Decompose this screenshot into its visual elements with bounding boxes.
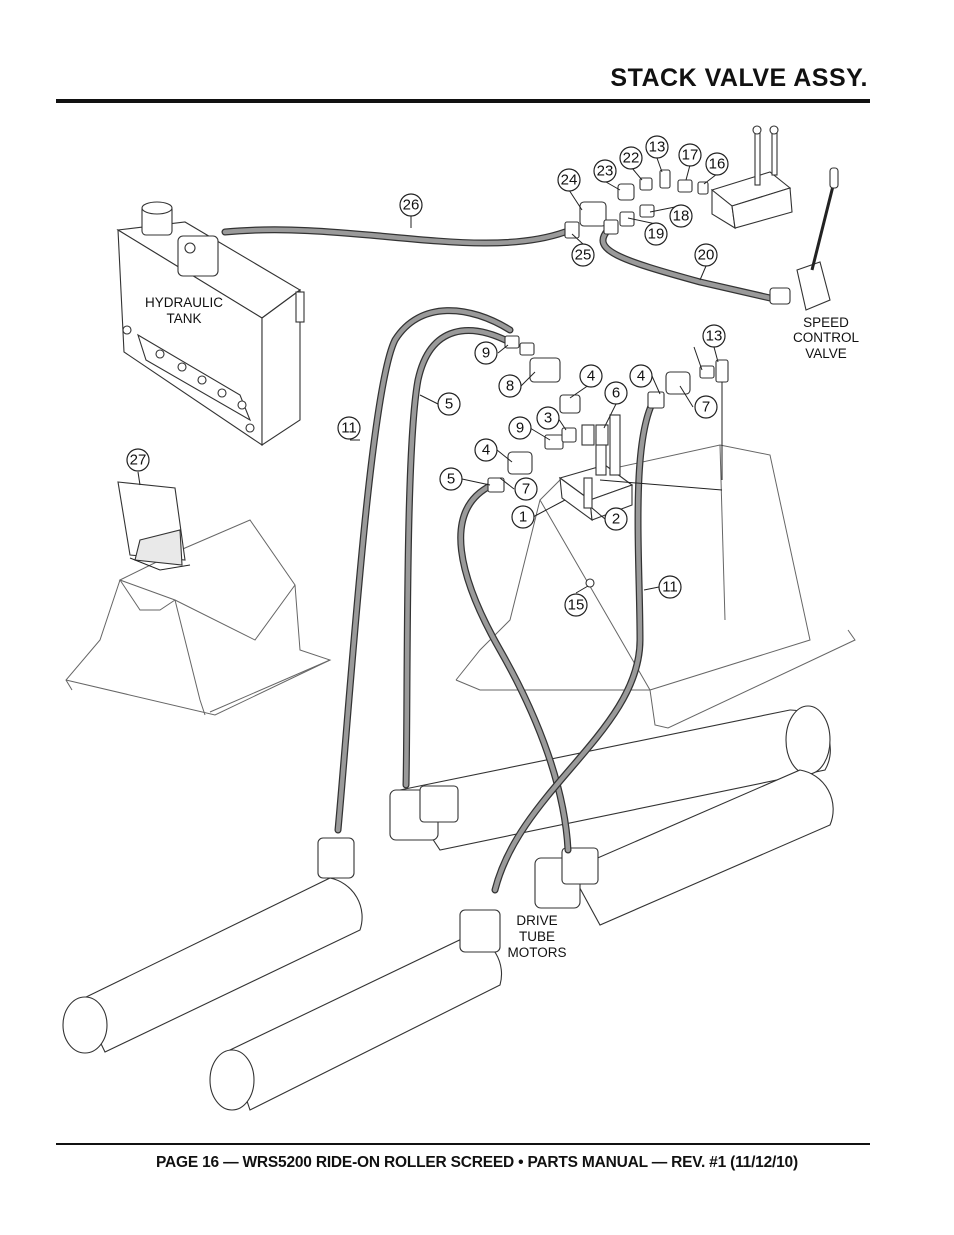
svg-text:11: 11 (662, 579, 678, 596)
svg-text:25: 25 (575, 247, 592, 264)
svg-text:6: 6 (612, 385, 620, 402)
svg-text:4: 4 (587, 368, 595, 385)
drive-tube-motors-label-line3: MOTORS (507, 945, 566, 960)
svg-text:15: 15 (568, 597, 585, 614)
drive-motors (317, 785, 599, 953)
stack-valve-body (558, 414, 634, 522)
svg-text:11: 11 (341, 420, 357, 437)
svg-text:23: 23 (597, 163, 614, 180)
svg-text:27: 27 (130, 452, 147, 469)
callout-1: 1 (511, 505, 535, 529)
callout-9-mid: 9 (508, 416, 532, 440)
callout-8: 8 (498, 374, 522, 398)
speed-control-valve-label-line3: VALVE (805, 346, 847, 361)
drive-tube-motors-label-line1: DRIVE (516, 913, 557, 928)
svg-text:17: 17 (682, 147, 699, 164)
callout-16: 16 (705, 152, 729, 176)
svg-text:2: 2 (612, 511, 620, 528)
callout-13-right: 13 (702, 324, 726, 348)
callout-4-right: 4 (629, 364, 653, 388)
svg-text:13: 13 (706, 328, 723, 345)
callout-2: 2 (604, 507, 628, 531)
svg-text:4: 4 (482, 442, 490, 459)
svg-text:8: 8 (506, 378, 514, 395)
callout-15: 15 (564, 593, 588, 617)
svg-text:4: 4 (637, 368, 645, 385)
svg-text:9: 9 (516, 420, 524, 437)
page-footer: PAGE 16 — WRS5200 RIDE-ON ROLLER SCREED … (156, 1154, 798, 1171)
page-title: STACK VALVE ASSY. (610, 64, 868, 92)
callout-19: 19 (644, 222, 668, 246)
callout-17: 17 (678, 143, 702, 167)
svg-text:18: 18 (673, 208, 690, 225)
header-rule (56, 99, 870, 103)
drive-tube-motors-label-line2: TUBE (519, 929, 555, 944)
control-fittings (564, 169, 709, 239)
footer-rule (56, 1143, 870, 1145)
callout-7-right: 7 (694, 395, 718, 419)
callout-13-top: 13 (645, 135, 669, 159)
callout-23: 23 (593, 159, 617, 183)
fittings (487, 335, 729, 588)
callout-18: 18 (669, 204, 693, 228)
speed-control-valve (769, 167, 839, 311)
callout-5-top: 5 (437, 392, 461, 416)
svg-text:13: 13 (649, 139, 666, 156)
directional-valve (710, 125, 793, 230)
svg-text:7: 7 (522, 481, 530, 498)
callout-9-top: 9 (474, 341, 498, 365)
callout-11-left: 11 (337, 416, 361, 440)
svg-text:7: 7 (702, 399, 710, 416)
svg-text:24: 24 (561, 172, 578, 189)
callout-27: 27 (126, 448, 150, 472)
callout-6: 6 (604, 381, 628, 405)
callout-7-left: 7 (514, 477, 538, 501)
svg-text:1: 1 (519, 509, 527, 526)
svg-text:16: 16 (709, 156, 726, 173)
svg-text:5: 5 (447, 471, 455, 488)
callout-20: 20 (694, 243, 718, 267)
hydraulic-tank-label-line1: HYDRAULIC (145, 295, 223, 310)
svg-text:9: 9 (482, 345, 490, 362)
speed-control-valve-label-line1: SPEED (803, 315, 849, 330)
speed-control-valve-label-line2: CONTROL (793, 330, 859, 345)
svg-text:26: 26 (403, 197, 420, 214)
hydraulic-tank-label-line2: TANK (166, 311, 201, 326)
callout-3: 3 (536, 406, 560, 430)
callout-22: 22 (619, 146, 643, 170)
callout-5-bottom: 5 (439, 467, 463, 491)
svg-text:19: 19 (648, 226, 665, 243)
hydraulic-tank (116, 201, 305, 447)
left-frame (65, 519, 332, 716)
callout-25: 25 (571, 243, 595, 267)
svg-text:3: 3 (544, 410, 552, 427)
callout-4-left: 4 (474, 438, 498, 462)
drive-tubes (62, 705, 834, 1111)
svg-text:22: 22 (623, 150, 640, 167)
callout-4-center: 4 (579, 364, 603, 388)
svg-text:20: 20 (698, 247, 715, 264)
svg-text:5: 5 (445, 396, 453, 413)
callout-24: 24 (557, 168, 581, 192)
callout-26: 26 (399, 193, 423, 217)
seat-guard (117, 481, 191, 571)
callout-11-right: 11 (658, 575, 682, 599)
hoses (221, 226, 774, 894)
